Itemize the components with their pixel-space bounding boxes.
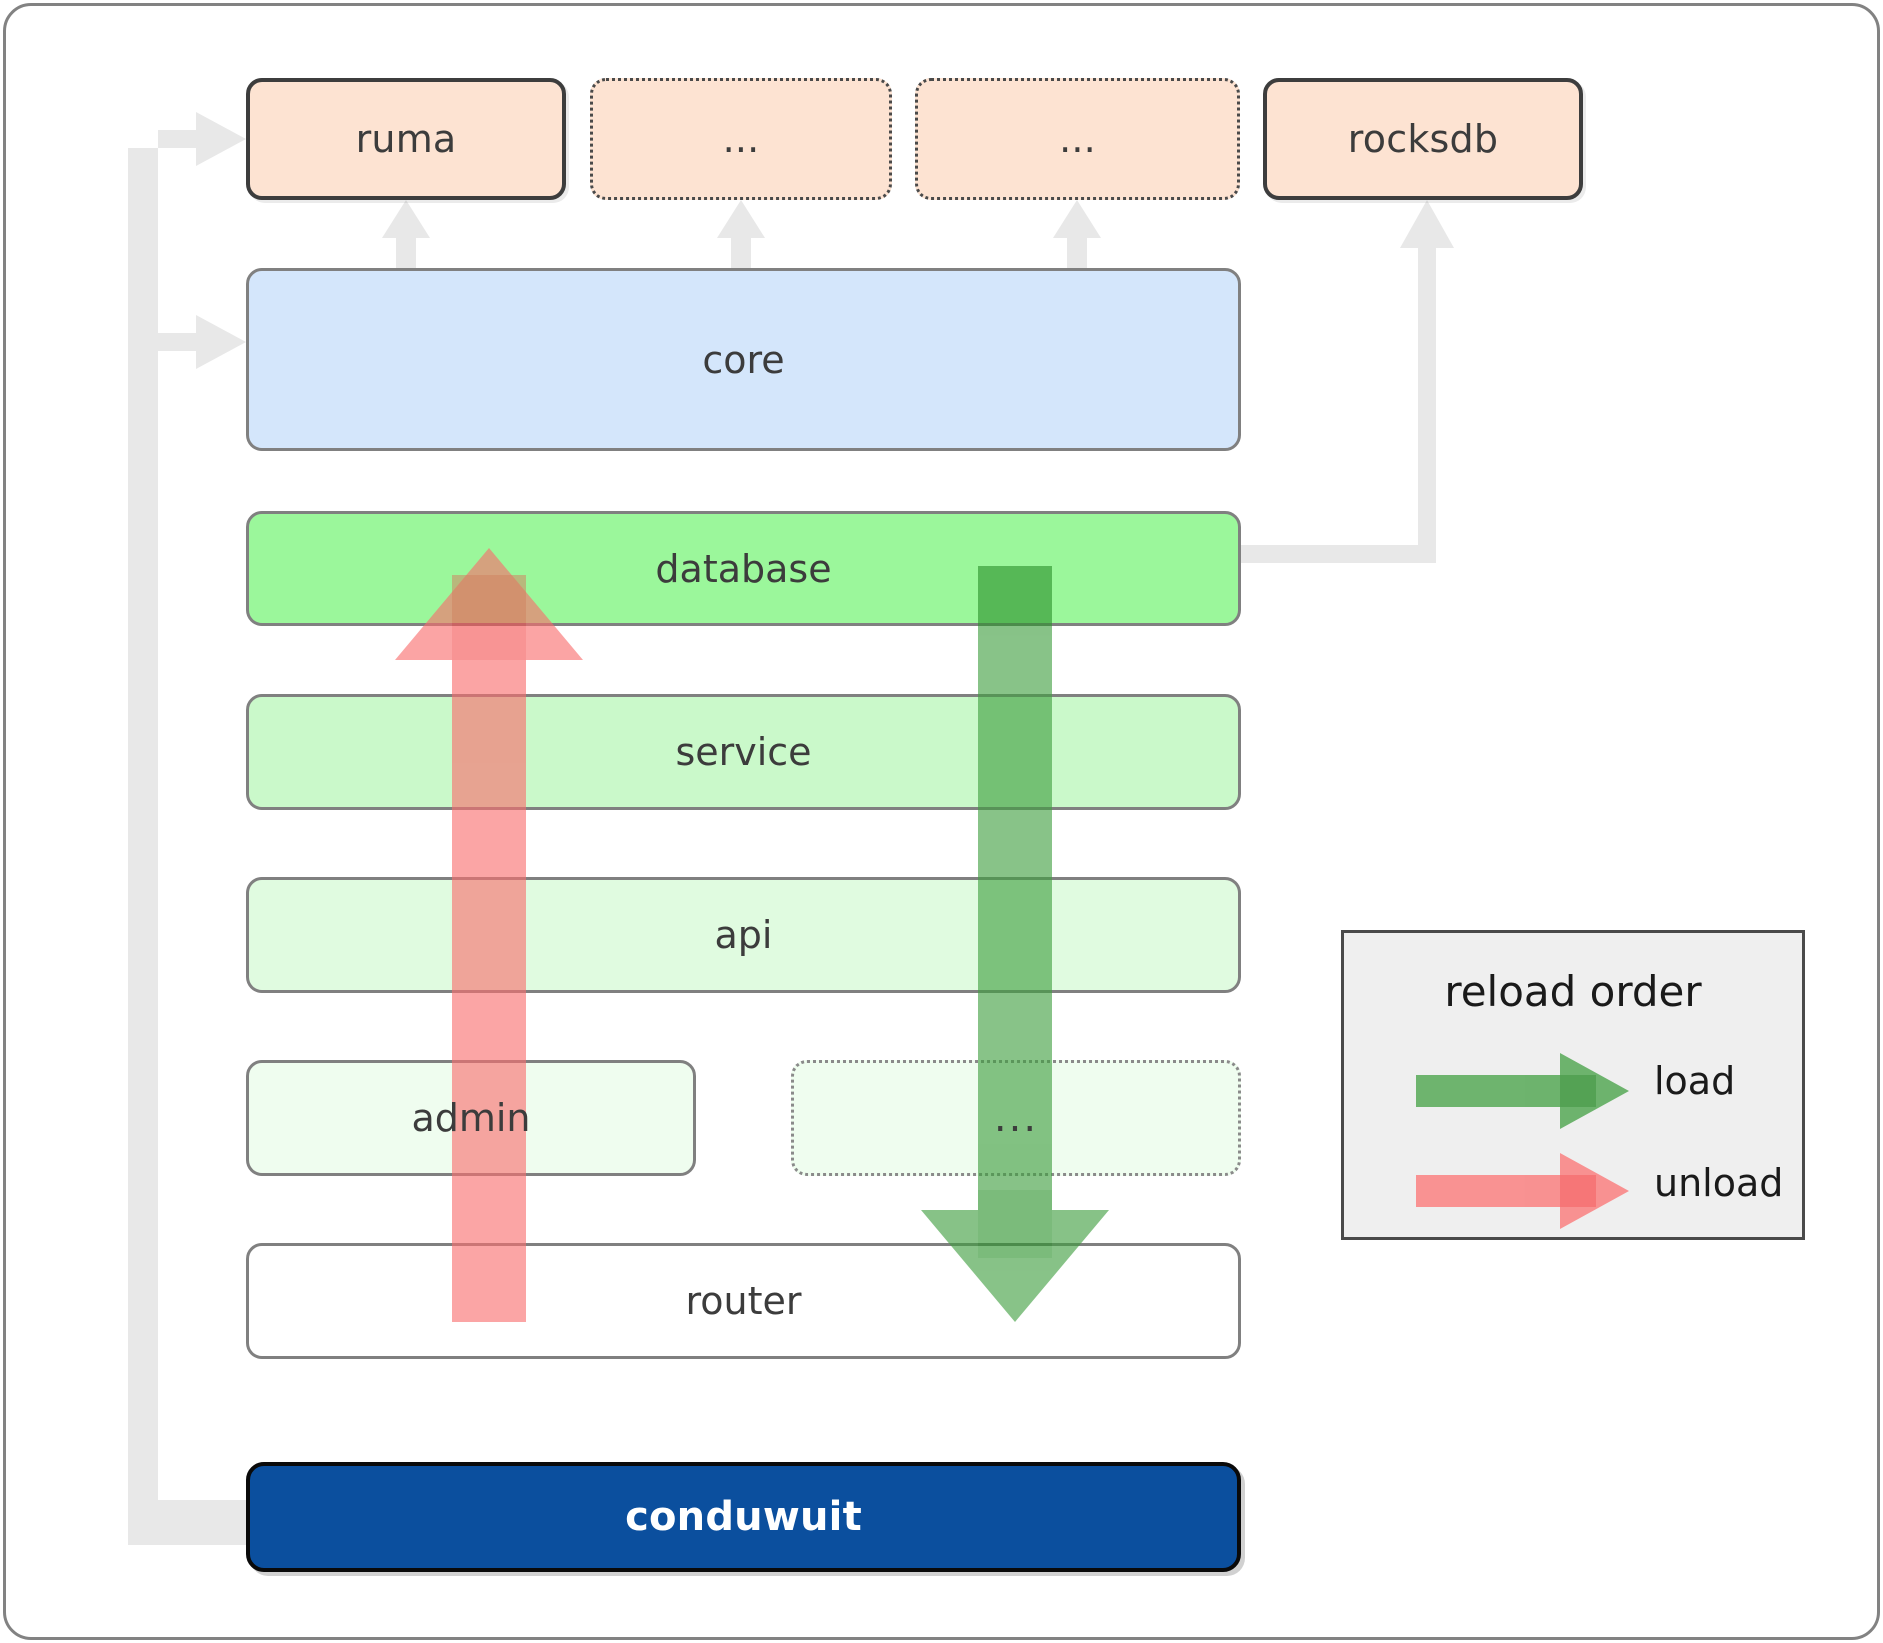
core-to-dependency-arrows — [382, 200, 1101, 268]
dependency-node-placeholder-1[interactable]: ... — [590, 78, 892, 200]
legend-label-unload: unload — [1654, 1161, 1784, 1205]
node-label-dep-2: ... — [1059, 117, 1096, 161]
arrow-core-to-dep-1 — [717, 200, 765, 268]
legend-arrow-swatches — [1416, 1053, 1629, 1229]
legend-box: reload order load unload — [1341, 930, 1805, 1240]
legend-label-load: load — [1654, 1059, 1736, 1103]
connector-conduwuit-to-core — [158, 315, 246, 369]
dependency-node-ruma[interactable]: ruma — [246, 78, 566, 200]
arrow-core-to-ruma — [382, 200, 430, 268]
arrow-core-to-dep-2 — [1053, 200, 1101, 268]
dependency-node-placeholder-2[interactable]: ... — [915, 78, 1240, 200]
layer-node-api[interactable] — [246, 877, 1241, 993]
node-label-conduwuit: conduwuit — [625, 1494, 862, 1540]
legend-load-arrow — [1416, 1053, 1629, 1129]
layer-node-router[interactable] — [246, 1243, 1241, 1359]
node-label-dep-1: ... — [722, 117, 760, 161]
root-node-conduwuit[interactable]: conduwuit — [246, 1462, 1241, 1572]
node-label-ruma: ruma — [355, 117, 457, 161]
unload-flow-arrow — [395, 548, 583, 1322]
layer-node-core[interactable] — [246, 268, 1241, 451]
legend-title: reload order — [1444, 967, 1702, 1016]
layer-node-service[interactable] — [246, 694, 1241, 810]
dependency-node-rocksdb[interactable]: rocksdb — [1263, 78, 1583, 200]
legend-unload-arrow — [1416, 1153, 1629, 1229]
layer-node-database[interactable] — [246, 511, 1241, 626]
load-flow-arrow — [921, 566, 1109, 1322]
connector-conduwuit-to-ruma — [128, 112, 246, 1545]
node-label-rocksdb: rocksdb — [1347, 117, 1499, 161]
connector-database-to-rocksdb — [1241, 200, 1454, 563]
